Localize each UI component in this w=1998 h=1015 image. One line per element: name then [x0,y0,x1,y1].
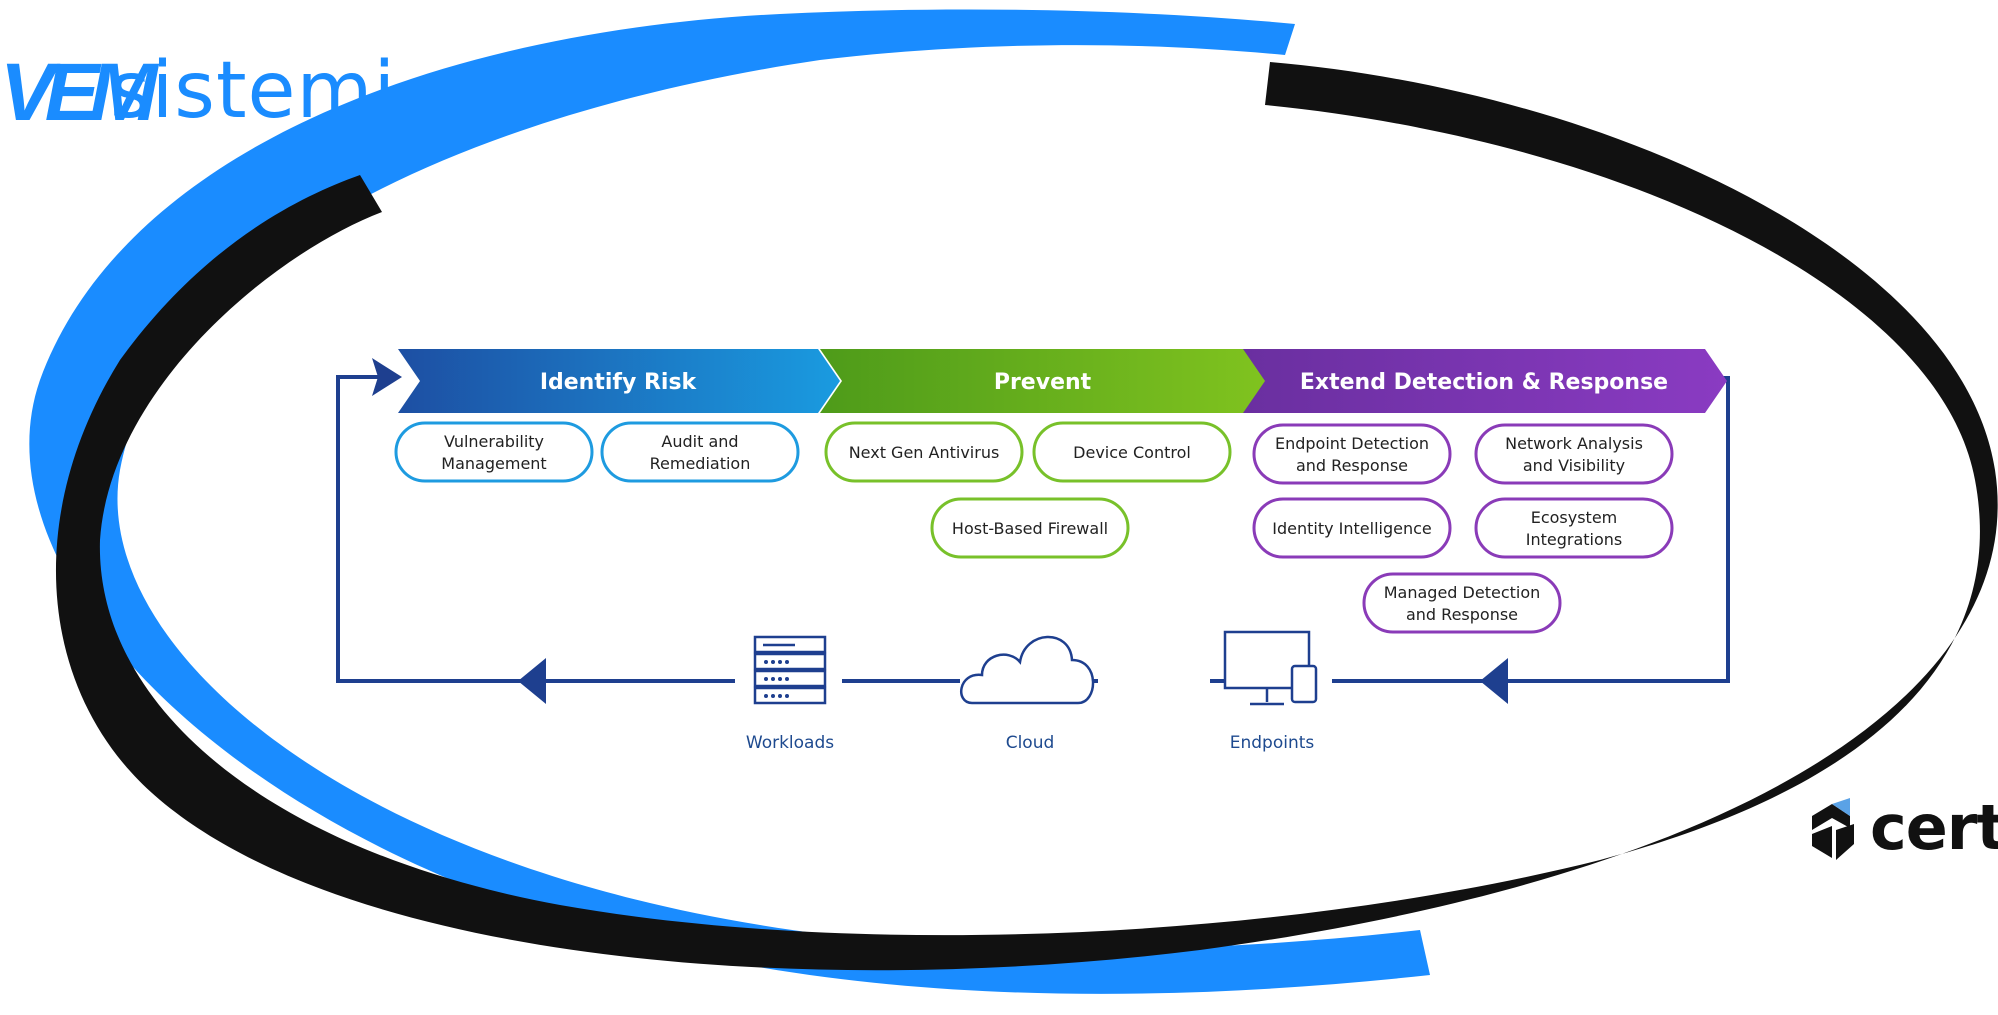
capability-label: Vulnerability [444,432,544,451]
capability-label: Next Gen Antivirus [849,443,1000,462]
arrow-head-right [1480,658,1508,704]
vem-logo-word: sistemi [110,46,397,136]
phase-title: Extend Detection & Response [1300,370,1668,395]
capability-pill-extend-1: Endpoint Detection and Response [1252,423,1452,485]
capability-label: Management [441,454,546,473]
asset-label: Endpoints [1230,733,1315,753]
asset-label: Workloads [746,733,834,753]
capability-pill-extend-2: Network Analysis and Visibility [1474,423,1674,485]
arrow-head-left [518,658,546,704]
cert-logo-mark [1812,798,1854,860]
cloud-icon [960,635,1095,705]
capability-pill-extend-3: Identity Intelligence [1252,497,1452,559]
cert-logo: cert [1808,792,1998,868]
phase-banner-2: Prevent [820,349,1267,413]
capability-label: Remediation [650,454,751,473]
capability-pill-prevent-2: Device Control [1032,421,1232,483]
vem-sistemi-logo: VEM sistemi [0,46,395,138]
capability-pill-extend-5: Managed Detection and Response [1362,572,1562,634]
vem-logo-mark: VEM [0,47,158,138]
phase-banners: Identify Risk Prevent Extend Detection & R… [398,349,1727,413]
capability-label: and Visibility [1523,456,1625,475]
cert-logo-word: cert [1870,791,1998,864]
capability-pill-prevent-1: Next Gen Antivirus [824,421,1024,483]
capability-label: and Response [1296,456,1408,475]
devices-icon [1223,630,1318,706]
capability-label: Integrations [1526,530,1623,549]
capability-label: Identity Intelligence [1272,519,1432,538]
server-icon [753,635,827,705]
capability-label: Network Analysis [1505,434,1643,453]
phase-banner-1: Identify Risk [398,349,840,413]
capability-label: Endpoint Detection [1275,434,1429,453]
asset-label: Cloud [1006,733,1055,753]
phase-banner-3: Extend Detection & Response [1243,349,1727,413]
asset-icons: Workloads Cloud Endpoints [746,630,1318,753]
phase-title: Identify Risk [540,370,698,395]
capability-pill-prevent-3: Host-Based Firewall [930,497,1130,559]
capability-label: Managed Detection [1384,583,1541,602]
capability-label: Audit and [661,432,738,451]
capability-label: Host-Based Firewall [952,519,1108,538]
arrow-head-entry [372,358,402,396]
capability-label: Device Control [1073,443,1191,462]
capability-label: and Response [1406,605,1518,624]
capability-label: Ecosystem [1531,508,1618,527]
phase-title: Prevent [994,370,1092,395]
